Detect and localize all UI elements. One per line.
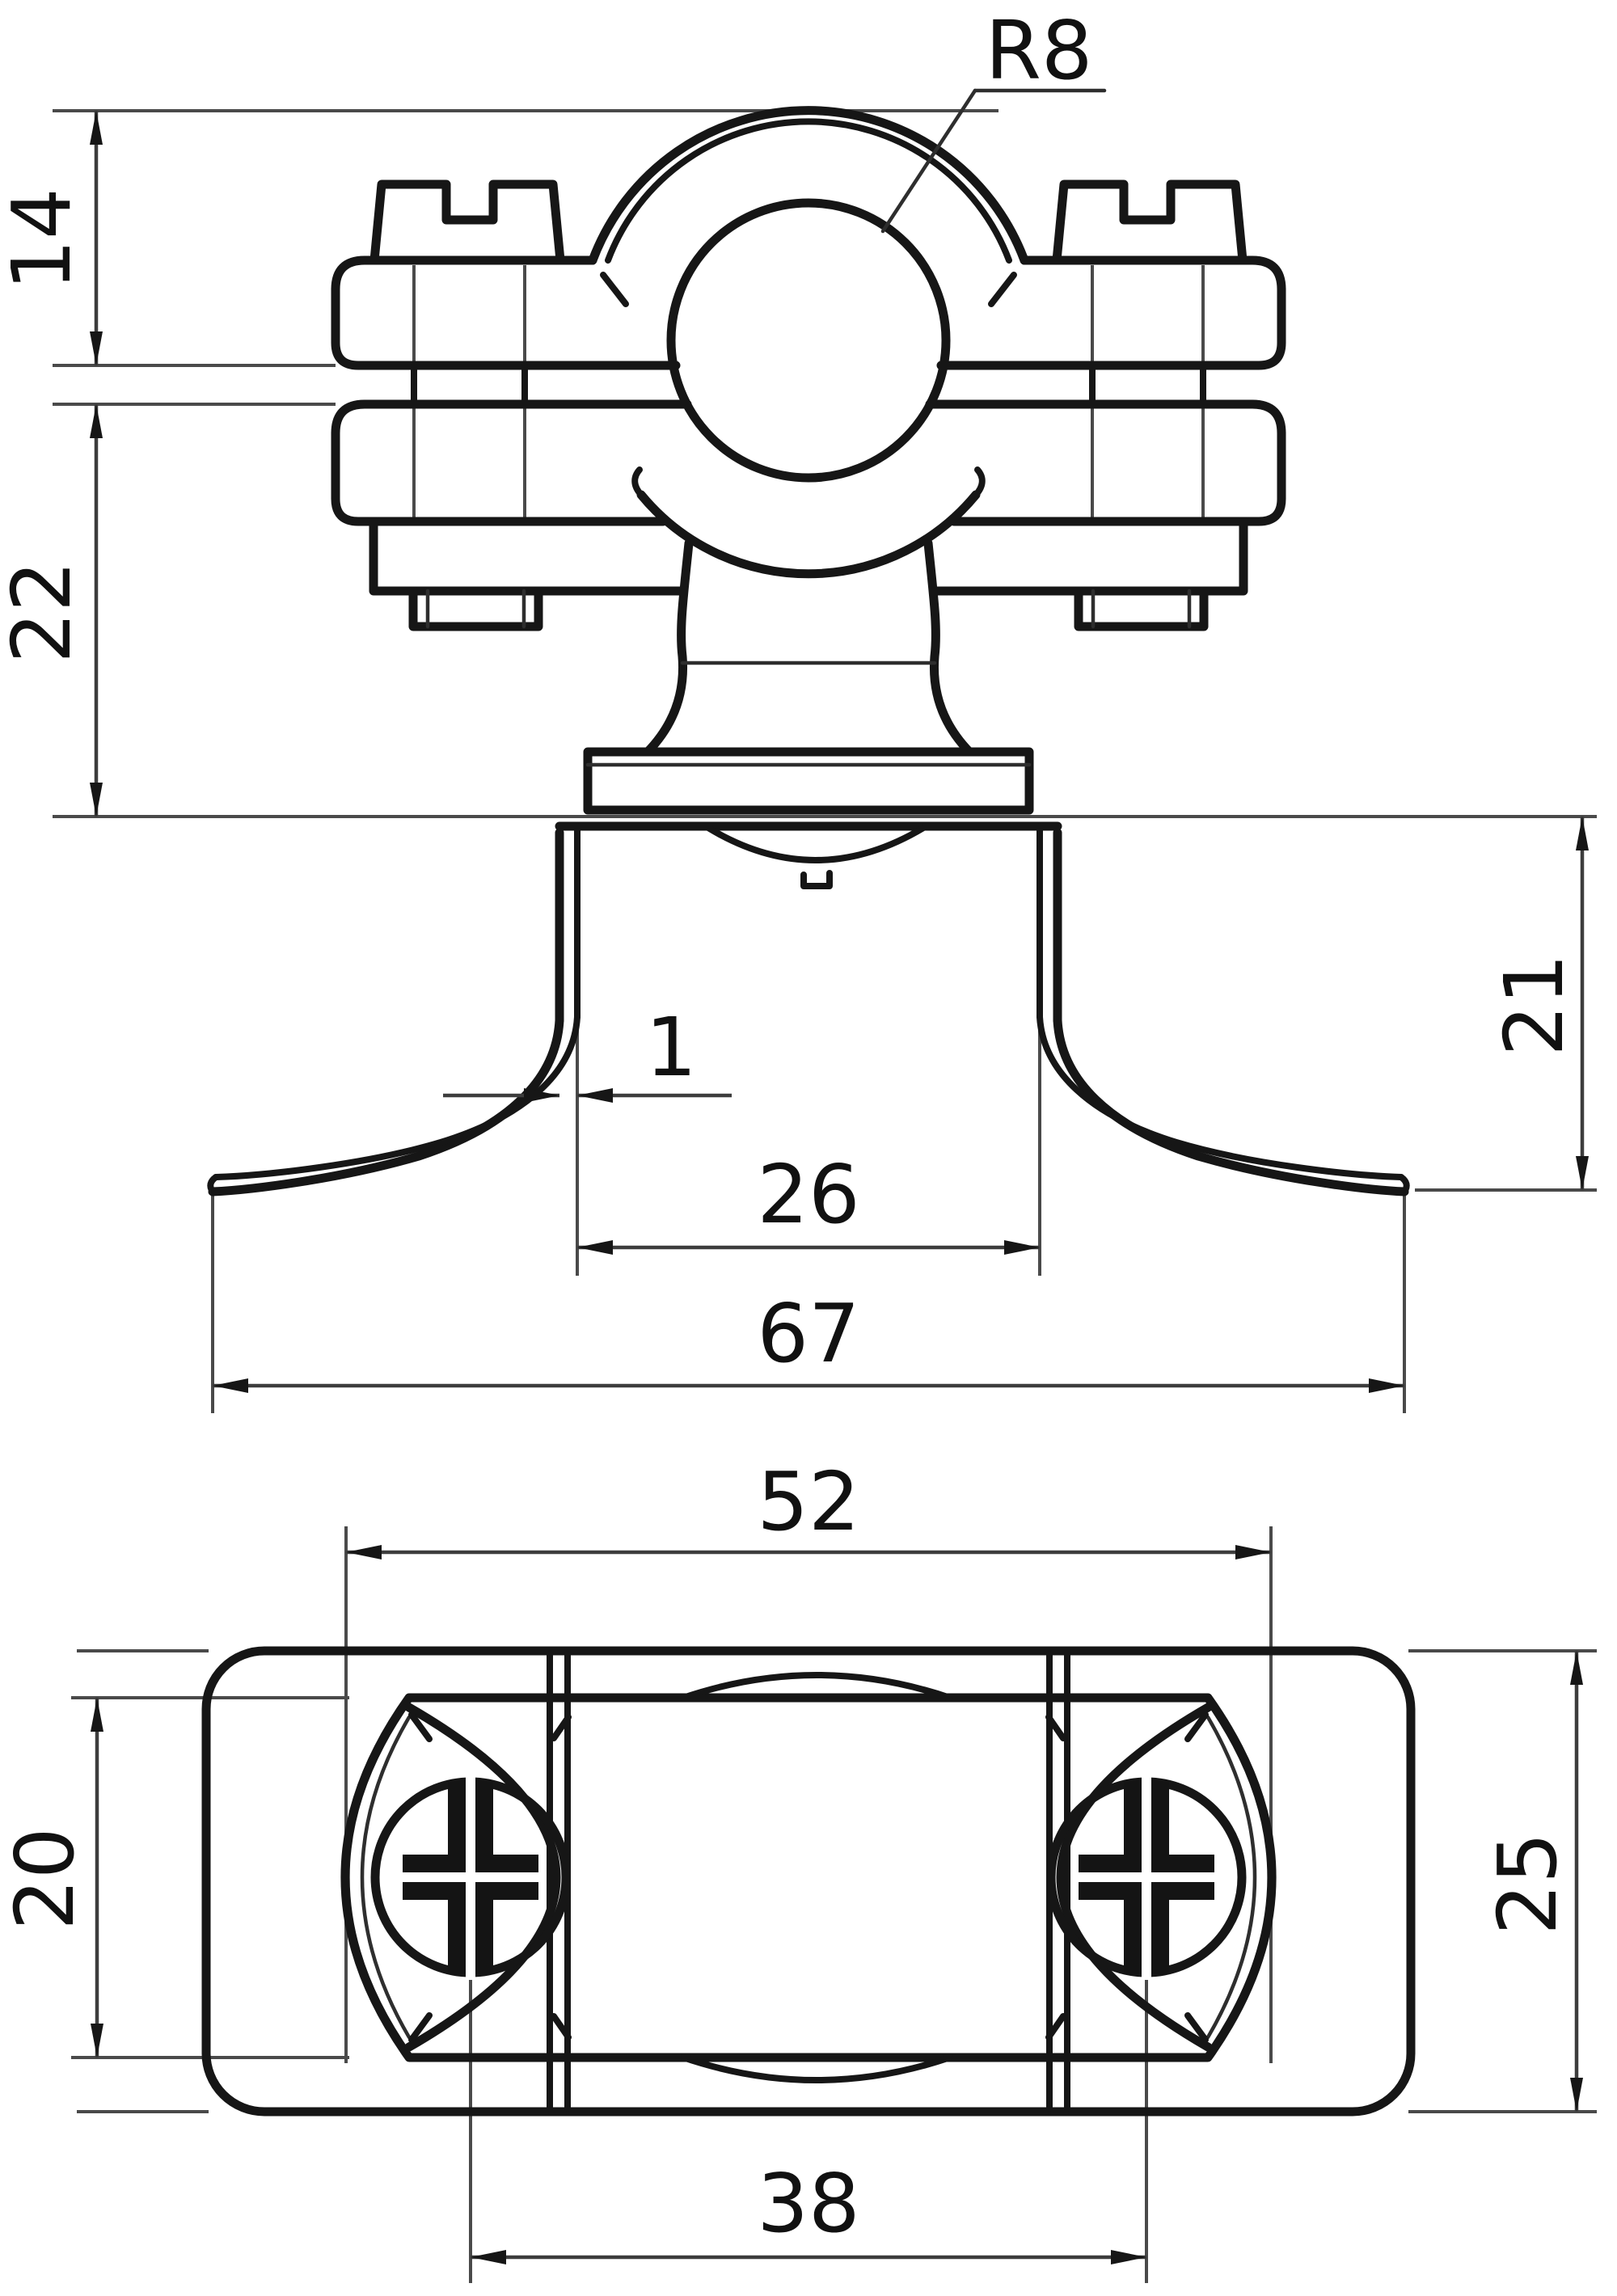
wing-left-inner [213, 1014, 581, 1180]
dim-22: 22 [0, 404, 103, 817]
dim-14: 14 [0, 111, 103, 365]
dim-14-label: 14 [0, 188, 89, 290]
front-view: R8 14 22 21 [0, 3, 1597, 1413]
channel-bump-arc [705, 825, 927, 863]
bottom-view-part [201, 1646, 1416, 2117]
wing-right-tip [1398, 1174, 1410, 1195]
bolt-shafts-gap [411, 362, 1206, 407]
radius-callout-label: R8 [985, 3, 1092, 98]
pedestal [583, 747, 1034, 815]
left-boss-corner-dashes [408, 1711, 572, 2043]
neck-left [643, 538, 694, 757]
middle-bar-sides-bottom [331, 428, 1286, 526]
right-screw-slit-horizontal [1079, 1872, 1214, 1882]
right-boss-corner-dashes [1045, 1711, 1209, 2043]
right-boss-inner-arc [1205, 1715, 1257, 2040]
dim-26-label: 26 [757, 1147, 859, 1242]
dim-20: 20 [0, 1698, 103, 2058]
left-screw-slit-horizontal [403, 1872, 538, 1882]
dome-arc-outer [588, 106, 1029, 265]
wing-right-inner [1036, 1014, 1404, 1180]
left-boss-inner-arc [360, 1715, 412, 2040]
upper-bar-sides-bottom [331, 285, 1286, 370]
right-boss-arc [1056, 1703, 1213, 2052]
front-view-dimensions: 14 22 21 1 [0, 111, 1589, 1393]
dim-25: 25 [1480, 1651, 1583, 2112]
dim-22-label: 22 [0, 560, 89, 663]
dim-38: 38 [471, 2156, 1146, 2264]
neck-right [923, 538, 974, 757]
radius-callout: R8 [880, 3, 1107, 234]
left-boss-arc [404, 1703, 561, 2052]
conductor-hole-circle [666, 198, 951, 483]
dome-edge-dash-left [600, 272, 629, 307]
dome-arc-inner [605, 118, 1012, 264]
upper-bar-top-edge [331, 255, 1286, 294]
lower-step [369, 517, 1248, 596]
bolt-shaft-hidden-upper [412, 265, 1205, 365]
dim-67: 67 [213, 1286, 1404, 1393]
right-phillips-screw [1046, 1775, 1247, 1980]
right-screw-head [1052, 179, 1248, 265]
dim-20-label: 20 [0, 1827, 92, 1930]
dim-38-label: 38 [757, 2156, 859, 2251]
dim-67-label: 67 [757, 1286, 859, 1381]
clamp-body-outline [340, 1693, 1277, 2062]
bottom-view-dimensions: 52 20 25 38 [0, 1454, 1583, 2264]
dim-21: 21 [1487, 817, 1589, 1190]
right-nut-tab [1074, 586, 1209, 631]
wing-left-outer [208, 1015, 564, 1197]
wing-left-tip [207, 1174, 219, 1195]
saddle-hook-right [973, 466, 986, 498]
dim-21-label: 21 [1487, 953, 1581, 1056]
front-view-part [207, 106, 1410, 1197]
flange-plate-outline [201, 1646, 1416, 2117]
dim-25-label: 25 [1480, 1832, 1575, 1935]
saddle-arc [636, 490, 981, 579]
saddle-hook-left [631, 466, 644, 498]
dim-52: 52 [346, 1454, 1271, 1560]
channel-bump-notch [800, 870, 833, 889]
middle-bar-top-edge [331, 399, 1286, 438]
bottom-view: 52 20 25 38 [0, 1454, 1597, 2283]
nut-tab-facets [425, 589, 1192, 629]
left-phillips-screw [370, 1775, 571, 1980]
dome-edge-dash-right [988, 272, 1017, 307]
wing-right-outer [1053, 1015, 1409, 1197]
dim-1: 1 [443, 1000, 732, 1103]
saddle-arc-bottom [680, 2054, 953, 2083]
dim-52-label: 52 [757, 1454, 859, 1549]
saddle-arc-top [680, 1672, 953, 1701]
dim-26: 26 [577, 1147, 1040, 1255]
left-screw-head [369, 179, 565, 265]
left-nut-tab [408, 586, 543, 631]
radius-callout-leader [880, 88, 977, 234]
bolt-shaft-hidden-lower [412, 404, 1205, 517]
channel-wall-lines [547, 1651, 1070, 2112]
dim-1-label: 1 [645, 1000, 697, 1095]
